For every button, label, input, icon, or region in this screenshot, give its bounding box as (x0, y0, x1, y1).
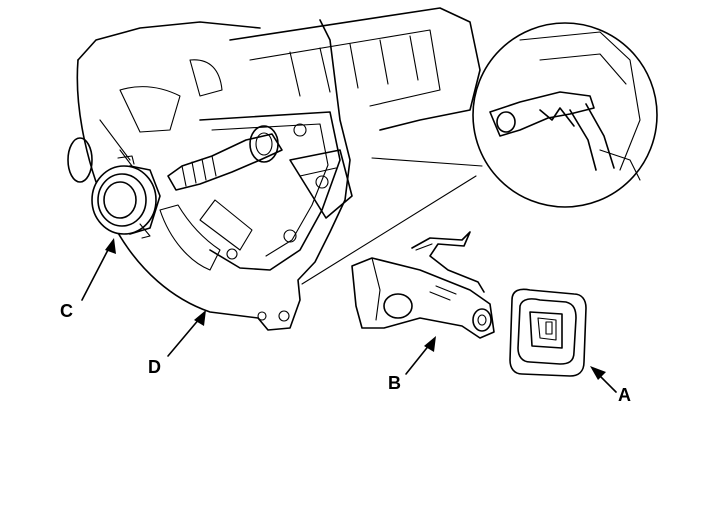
detail-magnifier (301, 22, 658, 285)
boot-icon (509, 288, 587, 377)
leader-a (590, 366, 617, 393)
callout-label-c: C (60, 301, 73, 321)
release-bearing-icon (91, 155, 161, 239)
leader-c (81, 238, 116, 301)
leader-b (405, 336, 436, 375)
leader-d (167, 310, 206, 357)
callout-label-a: A (618, 385, 631, 405)
transmission-housing-icon (67, 7, 481, 331)
callout-label-b: B (388, 373, 401, 393)
callout-label-d: D (148, 357, 161, 377)
release-fork-icon (351, 231, 495, 339)
input-shaft-icon (167, 125, 283, 191)
